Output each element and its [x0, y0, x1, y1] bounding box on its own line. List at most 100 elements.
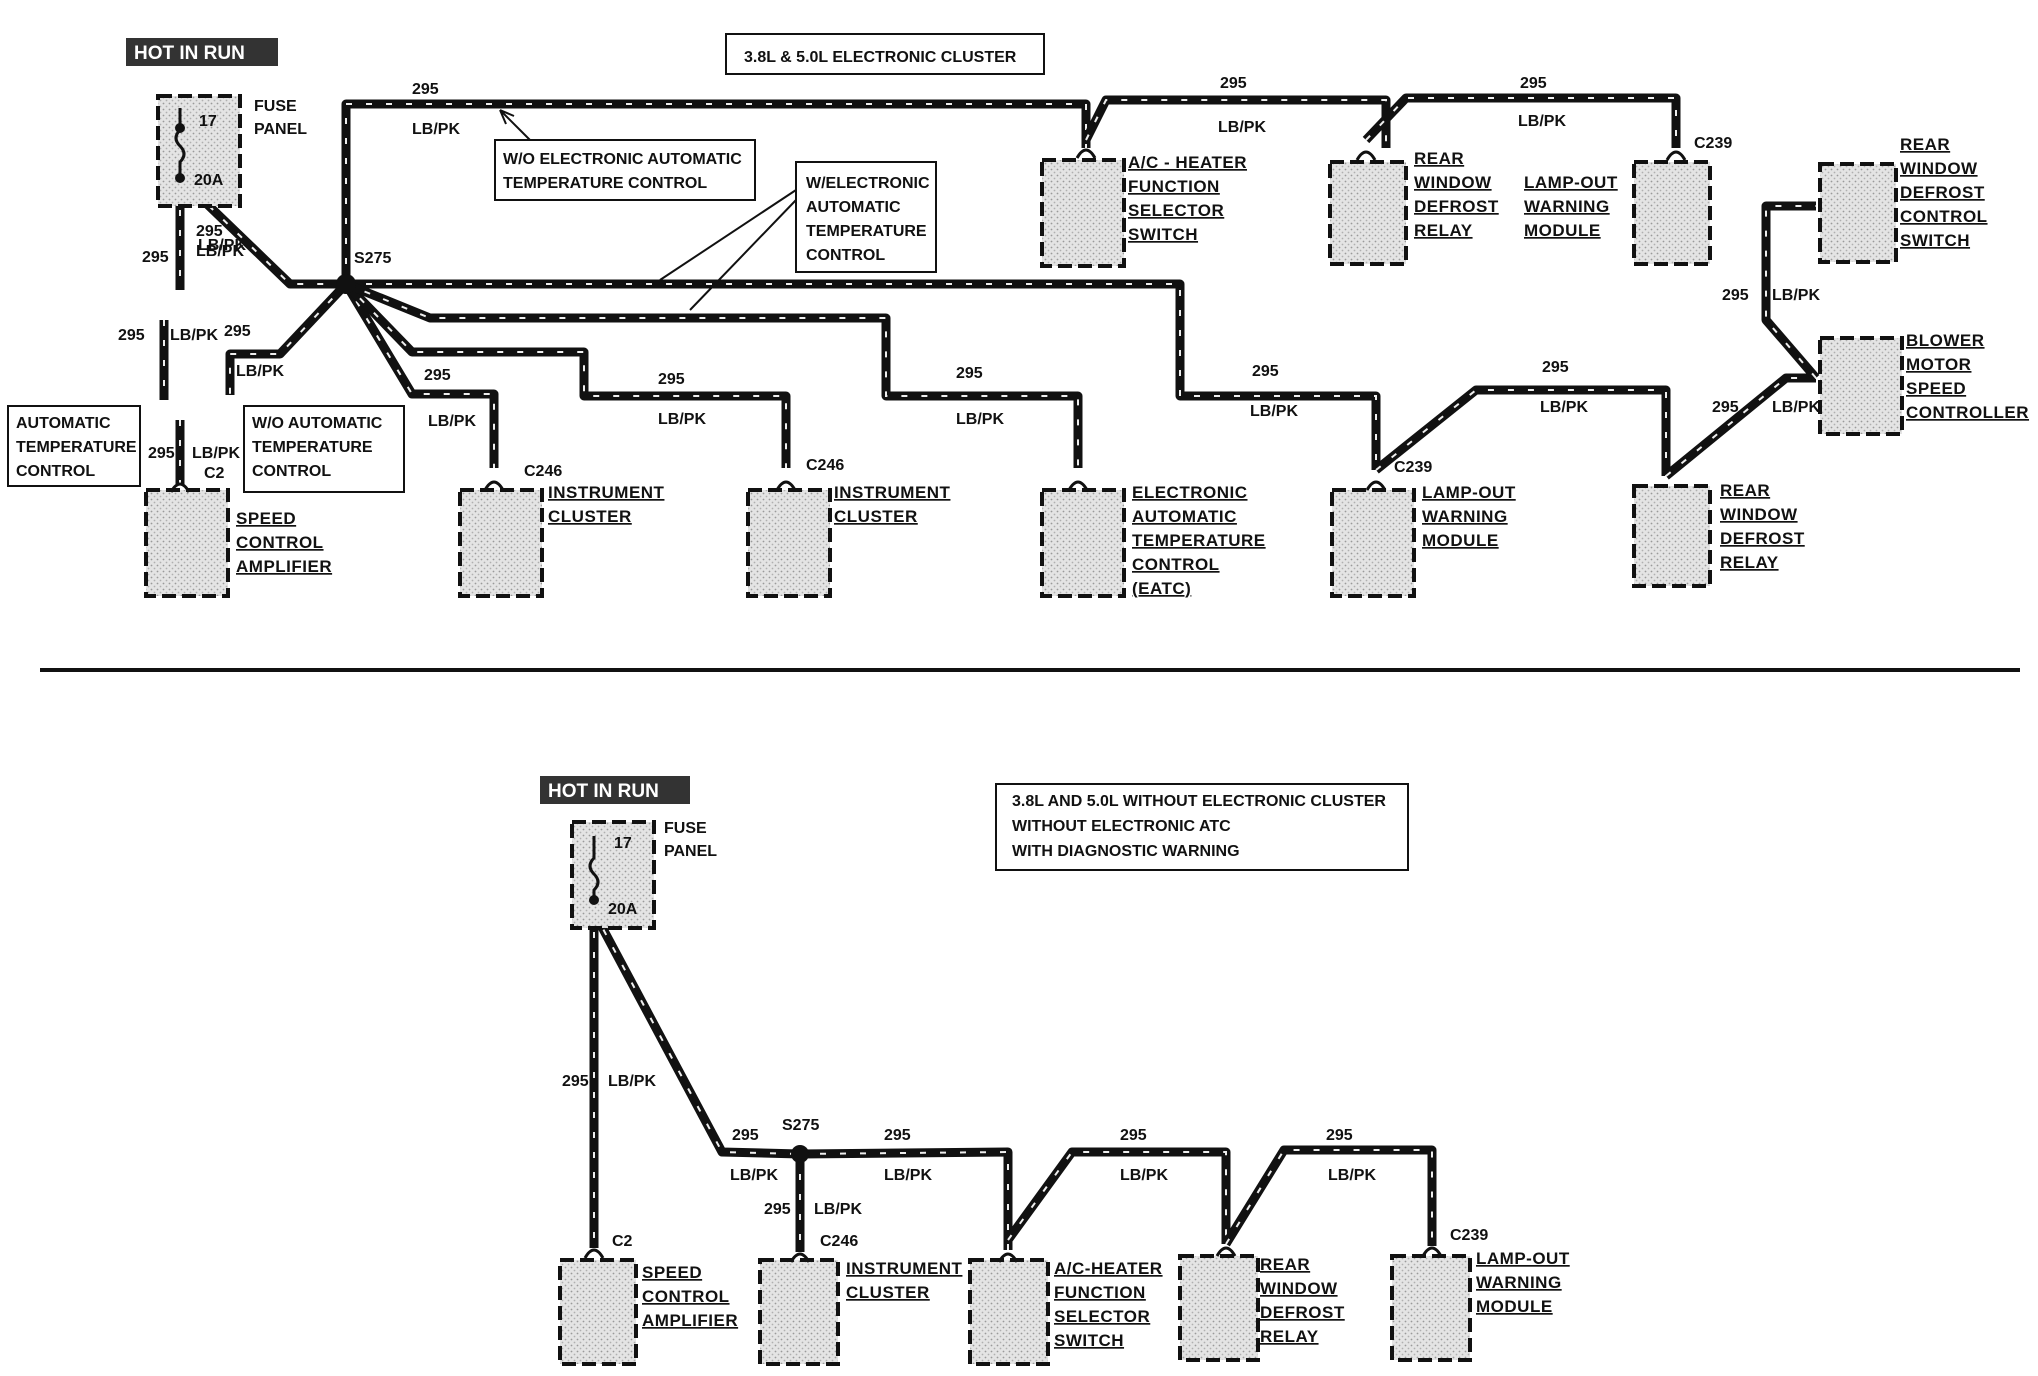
- cluster-2-terminal: [775, 480, 797, 491]
- instrument-cluster-2: [746, 488, 832, 598]
- wire-number-top-12: 295: [1542, 359, 1569, 376]
- diagram-title: 3.8L & 5.0L ELECTRONIC CLUSTER: [744, 49, 1017, 66]
- blower-label-line-3: SPEED: [1906, 379, 1966, 398]
- wire-number-bottom-2: 295: [732, 1127, 759, 1144]
- wire-color-bottom-1: LB/PK: [608, 1073, 656, 1090]
- wire-color-top-6: LB/PK: [170, 327, 218, 344]
- wire-number-bottom-5: 295: [1326, 1127, 1353, 1144]
- lamp-out-upper-label-line-3: MODULE: [1524, 221, 1601, 240]
- lamp-out-lower-terminal: [1365, 480, 1387, 491]
- wire-number-top-9: 295: [658, 371, 685, 388]
- wire-number-top-15: 295: [148, 445, 175, 462]
- eatc-label-line-2: AUTOMATIC: [1132, 507, 1237, 526]
- note-wo-atc-3: CONTROL: [252, 463, 331, 480]
- rear-defrost-relay-lower-label-line-1: REAR: [1720, 481, 1770, 500]
- speed-control-label-line-2: CONTROL: [236, 533, 324, 552]
- ac-heater-bottom-label-line-2: FUNCTION: [1054, 1283, 1146, 1302]
- rear-defrost-relay-lower: [1632, 484, 1712, 588]
- lamp-out-upper-label-line-2: WARNING: [1524, 197, 1610, 216]
- rear-defrost-relay-lower-label-line-4: RELAY: [1720, 553, 1779, 572]
- rear-defrost-switch: [1818, 162, 1898, 264]
- bottom-title-1: 3.8L AND 5.0L WITHOUT ELECTRONIC CLUSTER: [1012, 793, 1386, 810]
- wire-color-top-3: LB/PK: [1518, 113, 1566, 130]
- wire-color-bottom-3: LB/PK: [884, 1167, 932, 1184]
- note-w-eatc-4: CONTROL: [806, 247, 885, 264]
- rear-relay-bottom-terminal: [1215, 1246, 1237, 1257]
- fuse-amperage-bottom: 20A: [608, 901, 638, 918]
- rear-defrost-relay-upper: [1328, 160, 1408, 266]
- section-divider: [40, 668, 2020, 672]
- hot-in-run-badge-bottom: [540, 776, 690, 804]
- note-arrow-wo-eatc: [499, 109, 531, 141]
- wires-layer: [159, 93, 1820, 1252]
- ac-heater-selector: [1040, 158, 1126, 268]
- wire-number-top-3: 295: [1520, 75, 1547, 92]
- cluster-bottom-label-line-2: CLUSTER: [846, 1283, 930, 1302]
- wire-number-top-11: 295: [1252, 363, 1279, 380]
- fuse-panel-label-1: FUSE: [254, 98, 297, 115]
- rear-relay-bottom-label-line-2: WINDOW: [1260, 1279, 1338, 1298]
- lamp-out-upper-terminal: [1665, 150, 1687, 161]
- eatc-label-line-5: (EATC): [1132, 579, 1191, 598]
- blower-label-line-1: BLOWER: [1906, 331, 1985, 350]
- ac-heater-label-line-2: FUNCTION: [1128, 177, 1220, 196]
- wire-number-top-13: 295: [1722, 287, 1749, 304]
- lamp-out-upper-label-line-1: LAMP-OUT: [1524, 173, 1618, 192]
- connector-c246-2: C246: [806, 457, 844, 474]
- components-layer: [144, 94, 1904, 1366]
- fuse-number: 17: [199, 113, 217, 130]
- lamp-out-module-bottom: [1390, 1254, 1472, 1362]
- wire-to-relay-bottom: [1004, 1147, 1231, 1244]
- connector-c239-lower: C239: [1394, 459, 1432, 476]
- ac-heater-label-line-3: SELECTOR: [1128, 201, 1224, 220]
- fuse-terminal-top: [175, 123, 185, 133]
- connector-c2-bottom: C2: [612, 1233, 633, 1250]
- wire-number-top-6: 295: [118, 327, 145, 344]
- wire-number-bottom-1: 295: [562, 1073, 589, 1090]
- wire-color-top-13: LB/PK: [1772, 287, 1820, 304]
- note-wo-atc-1: W/O AUTOMATIC: [252, 415, 383, 432]
- lamp-out-lower-label-line-2: WARNING: [1422, 507, 1508, 526]
- splice-s275: [336, 274, 356, 294]
- note-wo-atc-box: [243, 405, 405, 493]
- wire-number-top-1: 295: [412, 81, 439, 98]
- wire-number-top-5: 295: [196, 223, 223, 240]
- speed-control-amplifier-bottom: [558, 1258, 638, 1366]
- wire-to-lamp-out-lower-stripe: [346, 283, 1377, 470]
- defrost-switch-label-line-5: SWITCH: [1900, 231, 1970, 250]
- wire-color-bottom-6: LB/PK: [814, 1201, 862, 1218]
- wire-to-ac-heater-bottom: [799, 1147, 1013, 1250]
- cluster-2-label-line-1: INSTRUMENT: [834, 483, 951, 502]
- ac-heater-bottom-terminal: [997, 1252, 1019, 1263]
- note-atc-2: TEMPERATURE: [16, 439, 137, 456]
- lamp-out-module-upper: [1632, 160, 1712, 266]
- note-atc-1: AUTOMATIC: [16, 415, 111, 432]
- defrost-switch-label-line-3: DEFROST: [1900, 183, 1985, 202]
- wire-color-top-2: LB/PK: [1218, 119, 1266, 136]
- cluster-1-terminal: [483, 480, 505, 491]
- rear-relay-upper-terminal: [1355, 150, 1377, 161]
- blower-label-line-2: MOTOR: [1906, 355, 1971, 374]
- lamp-out-lower-label-line-3: MODULE: [1422, 531, 1499, 550]
- wire-to-relay-bottom-stripe: [1007, 1151, 1227, 1244]
- ac-heater-bottom-label-line-4: SWITCH: [1054, 1331, 1124, 1350]
- hot-in-run-label-bottom: HOT IN RUN: [548, 781, 659, 802]
- connector-c239-bottom: C239: [1450, 1227, 1488, 1244]
- ac-heater-label-line-4: SWITCH: [1128, 225, 1198, 244]
- wire-to-cluster-2-stripe: [345, 283, 787, 468]
- note-w-eatc-3: TEMPERATURE: [806, 223, 927, 240]
- speed-control-amplifier: [144, 488, 230, 598]
- rear-relay-bottom-label-line-1: REAR: [1260, 1255, 1310, 1274]
- note-wo-atc-2: TEMPERATURE: [252, 439, 373, 456]
- rear-defrost-relay-lower-label-line-2: WINDOW: [1720, 505, 1798, 524]
- wire-number-top-7: 295: [224, 323, 251, 340]
- wire-color-top-1: LB/PK: [412, 121, 460, 138]
- instrument-cluster-bottom: [758, 1258, 840, 1366]
- wire-to-eatc-stripe: [345, 283, 1079, 468]
- wire-to-cluster-1-stripe: [345, 283, 495, 468]
- wire-color-top-7: LB/PK: [236, 363, 284, 380]
- wire-color-top-5: LB/PK: [198, 237, 246, 254]
- hot-in-run-label: HOT IN RUN: [134, 43, 245, 64]
- wire-to-lamp-out-lower: [346, 279, 1381, 470]
